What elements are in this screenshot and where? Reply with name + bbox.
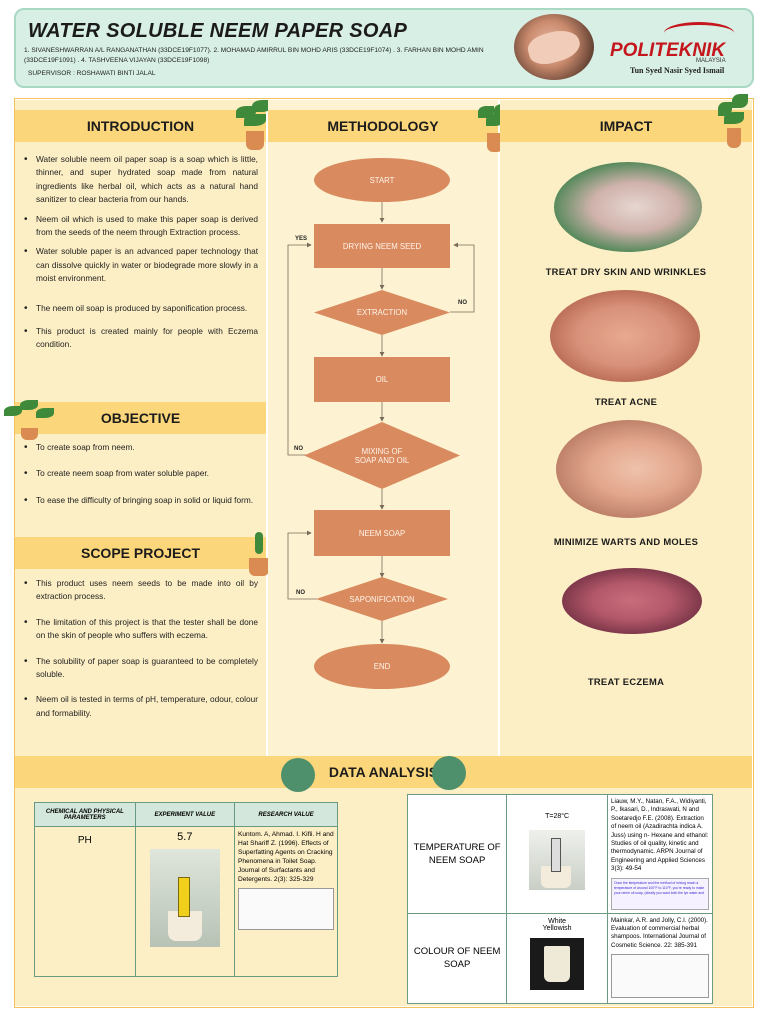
reference-table-image (611, 954, 709, 999)
temperature-cell: T=28°C (506, 794, 608, 914)
intro-item: This product is created mainly for peopl… (22, 325, 258, 352)
scope-item: Neem oil is tested in terms of pH, tempe… (22, 693, 258, 720)
monstera-leaf-icon (281, 758, 315, 792)
eczema-fingers-photo (562, 568, 702, 634)
flow-arrows (287, 202, 475, 644)
impact-heading: IMPACT (500, 110, 752, 142)
logo-campus: Tun Syed Nasir Syed Ismail (630, 66, 725, 75)
warts-hand-photo (556, 420, 702, 518)
introduction-list: Water soluble neem oil paper soap is a s… (22, 153, 258, 358)
temperature-reference: Liauw, M.Y., Natan, F.A., Widiyanti, P.,… (611, 798, 709, 873)
soap-glass-photo (530, 937, 585, 990)
eczema-hands-photo (514, 14, 594, 80)
scope-item: The solubility of paper soap is guarante… (22, 655, 258, 682)
logo-name: POLITEKNIK (610, 40, 726, 61)
ph-reference: Kuntom. A, Ahmad. I. Kifli. H and Hat Sh… (237, 831, 334, 883)
temperature-reference-cell: Liauw, M.Y., Natan, F.A., Widiyanti, P.,… (607, 794, 713, 914)
flow-no-label: NO (458, 300, 467, 306)
ph-value: 5.7 (177, 831, 193, 843)
hanging-plant-icon (2, 396, 58, 440)
temperature-parameter: TEMPERATURE OF NEEM SOAP (406, 794, 508, 914)
temperature-colour-table: TEMPERATURE OF NEEM SOAP T=28°C Liauw, M… (406, 794, 713, 1004)
impact-caption: MINIMIZE WARTS AND MOLES (553, 536, 699, 547)
authors-list: 1. SIVANESHWARRAN A/L RANGANATHAN (33DCE… (24, 47, 484, 64)
colour-cell: White Yellowish (506, 912, 608, 1004)
poster-header: WATER SOLUBLE NEEM PAPER SOAP 1. SIVANES… (14, 8, 754, 88)
impact-caption: TREAT ACNE (594, 396, 658, 407)
flow-drying-neem-seed: DRYING NEEM SEED (314, 224, 450, 268)
colour-value-white: White (548, 917, 567, 925)
ph-parameter: PH (34, 826, 136, 977)
colour-parameter: COLOUR OF NEEM SOAP (406, 912, 508, 1004)
objective-item: To create neem soap from water soluble p… (22, 467, 258, 481)
introduction-heading: INTRODUCTION (15, 110, 266, 142)
politeknik-logo: POLITEKNIK MALAYSIA Tun Syed Nasir Syed … (608, 22, 748, 78)
monstera-leaf-icon (432, 756, 466, 790)
scope-item: The limitation of this project is that t… (22, 616, 258, 643)
dry-skin-photo (554, 162, 702, 252)
ph-experiment-cell: 5.7 (134, 826, 235, 977)
ph-research-cell: Kuntom. A, Ahmad. I. Kifli. H and Hat Sh… (233, 826, 339, 977)
supervisor: SUPERVISOR : ROSHAWATI BINTI JALAL (28, 70, 156, 77)
ph-meter-photo (149, 849, 220, 947)
scope-item: This product uses neem seeds to be made … (22, 577, 258, 604)
acne-skin-photo (550, 290, 700, 382)
reference-table-image (237, 888, 334, 930)
intro-item: Water soluble paper is an advanced paper… (22, 245, 258, 285)
objective-item: To ease the difficulty of bringing soap … (22, 494, 258, 508)
cactus-icon (246, 530, 272, 576)
potted-plant-icon (232, 98, 278, 150)
objective-list: To create soap from neem. To create neem… (22, 441, 258, 513)
col-header-research: RESEARCH VALUE (233, 802, 339, 827)
potted-plant-icon (716, 92, 752, 148)
methodology-heading: METHODOLOGY (268, 110, 498, 142)
impact-caption: TREAT DRY SKIN AND WRINKLES (545, 266, 707, 277)
flow-oil: OIL (314, 357, 450, 402)
poster-title: WATER SOLUBLE NEEM PAPER SOAP (28, 20, 408, 42)
impact-caption: TREAT ECZEMA (587, 676, 665, 687)
col-header-parameters: CHEMICAL AND PHYSICAL PARAMETERS (34, 802, 136, 827)
data-analysis-heading: DATA ANALYSIS (15, 756, 752, 788)
col-header-experiment: EXPERIMENT VALUE (134, 802, 235, 827)
colour-reference: Mainkar, A.R. and Jolly, C.I. (2000). Ev… (611, 916, 708, 949)
logo-country: MALAYSIA (696, 58, 726, 64)
temperature-value: T=28°C (545, 813, 570, 820)
scope-list: This product uses neem seeds to be made … (22, 577, 258, 726)
flow-neem-soap: NEEM SOAP (314, 510, 450, 556)
ph-data-table: CHEMICAL AND PHYSICAL PARAMETERS EXPERIM… (34, 802, 339, 977)
intro-item: The neem oil soap is produced by saponif… (22, 302, 258, 316)
colour-value-yellowish: Yellowish (542, 924, 572, 932)
flow-no-label: NO (296, 590, 305, 596)
colour-reference-cell: Mainkar, A.R. and Jolly, C.I. (2000). Ev… (607, 912, 713, 1004)
flow-start: START (314, 158, 450, 202)
methodology-flowchart: START DRYING NEEM SEED EXTRACTION OIL MI… (268, 100, 498, 756)
objective-heading: OBJECTIVE (15, 402, 266, 434)
temperature-note: Once the temperature and the method of m… (611, 877, 709, 910)
flow-yes-label: YES (295, 236, 308, 242)
intro-item: Water soluble neem oil paper soap is a s… (22, 153, 258, 207)
poster-board (14, 98, 754, 1008)
objective-item: To create soap from neem. (22, 441, 258, 455)
intro-item: Neem oil which is used to make this pape… (22, 213, 258, 240)
scope-heading: SCOPE PROJECT (15, 537, 266, 569)
flow-end: END (314, 644, 450, 689)
thermometer-photo (529, 830, 586, 890)
flow-no-label: NO (294, 446, 303, 452)
